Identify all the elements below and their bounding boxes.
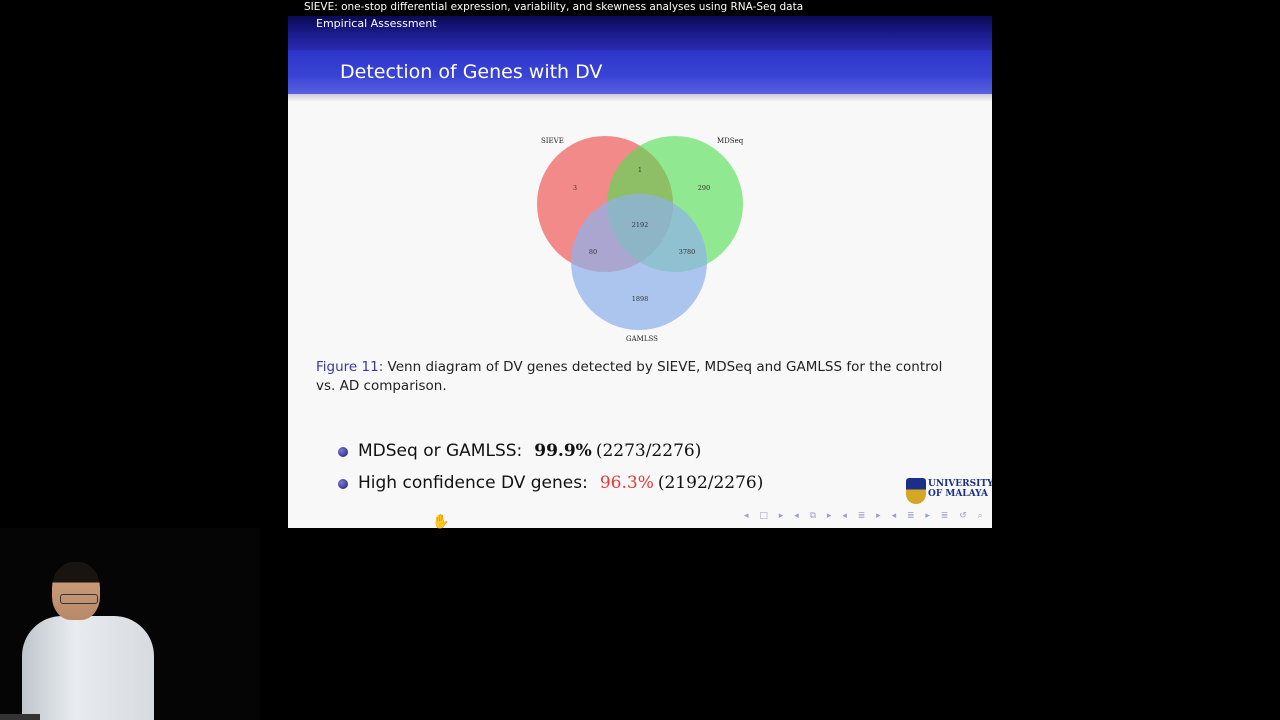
nav-prev-icon[interactable]: ◂ (794, 511, 800, 521)
logo-line-2: OF MALAYA (928, 489, 989, 499)
presentation-slide: SIEVE: one-stop differential expression,… (288, 0, 992, 528)
venn-count-mdseq-only: 290 (698, 184, 710, 192)
bullet-value: 99.9% (534, 441, 592, 461)
beamer-navigation-bar: ◂ □ ▸ ◂ ⧉ ▸ ◂ ≣ ▸ ◂ ≣ ▸ ≣ ↺ ⌕ ↻ (744, 511, 992, 523)
nav-next-icon[interactable]: ▸ (778, 511, 785, 521)
venn-count-sieve-only: 3 (573, 184, 577, 192)
nav-toc-icon[interactable]: ≣ (940, 511, 950, 521)
figure-caption-text: Venn diagram of DV genes detected by SIE… (316, 359, 943, 394)
presenter-body (22, 616, 154, 720)
figure-caption: Figure 11: Venn diagram of DV genes dete… (316, 358, 956, 396)
venn-diagram: SIEVE MDSeq GAMLSS 3 1 290 2192 80 3780 … (524, 128, 754, 348)
podium (0, 714, 40, 720)
venn-count-mdseq-gamlss: 3780 (679, 248, 696, 256)
section-bar: Empirical Assessment (288, 16, 992, 50)
presentation-headline: SIEVE: one-stop differential expression,… (304, 1, 804, 13)
bullet-label: MDSeq or GAMLSS: (358, 441, 523, 461)
venn-label-mdseq: MDSeq (717, 137, 744, 145)
frame-title-bar: Detection of Genes with DV (288, 50, 992, 94)
nav-search-icon[interactable]: ⌕ (977, 511, 984, 521)
nav-frame-icon[interactable]: □ (759, 511, 769, 521)
nav-document-icon[interactable]: ≣ (906, 511, 916, 521)
bullet-icon (338, 479, 348, 489)
title-shadow (288, 94, 992, 102)
bullet-label: High confidence DV genes: (358, 473, 588, 493)
logo-line-1: UNIVERSITY (928, 479, 992, 489)
frame-title: Detection of Genes with DV (340, 61, 603, 83)
venn-label-sieve: SIEVE (541, 137, 564, 145)
venn-count-gamlss-only: 1898 (632, 295, 649, 303)
nav-section-icon[interactable]: ≣ (857, 511, 867, 521)
nav-prev-icon[interactable]: ◂ (842, 511, 848, 521)
nav-next-icon[interactable]: ▸ (876, 511, 882, 521)
nav-next-icon[interactable]: ▸ (925, 511, 931, 521)
nav-prev-icon[interactable]: ◂ (744, 511, 750, 521)
nav-subsection-icon[interactable]: ⧉ (809, 511, 818, 521)
logo-text: UNIVERSITY OF MALAYA (928, 479, 992, 499)
hand-cursor-icon: ✋ (432, 514, 450, 530)
headline-bar: SIEVE: one-stop differential expression,… (288, 0, 992, 16)
venn-circle-gamlss (571, 194, 707, 330)
bullet-detail: (2273/2276) (595, 441, 702, 461)
section-title: Empirical Assessment (316, 17, 437, 30)
nav-prev-icon[interactable]: ◂ (891, 511, 898, 521)
venn-label-gamlss: GAMLSS (626, 335, 658, 343)
nav-next-icon[interactable]: ▸ (826, 511, 833, 521)
crest-icon (906, 478, 926, 504)
university-logo: UNIVERSITY OF MALAYA (906, 476, 992, 506)
bullet-detail: (2192/2276) (657, 473, 764, 493)
presenter-glasses (60, 594, 98, 604)
figure-label: Figure 11: (316, 359, 384, 375)
presenter-head (52, 562, 100, 620)
bullet-icon (338, 447, 348, 457)
venn-count-all-three: 2192 (632, 221, 649, 229)
bullet-value-highlight: 96.3% (599, 473, 654, 493)
venn-count-sieve-mdseq: 1 (638, 166, 642, 174)
bullet-content: MDSeq or GAMLSS: 99.9%(2273/2276) (358, 437, 701, 465)
nav-back-icon[interactable]: ↺ (959, 511, 968, 521)
venn-count-sieve-gamlss: 80 (589, 248, 597, 256)
bullet-content: High confidence DV genes: 96.3%(2192/2276… (358, 469, 763, 497)
